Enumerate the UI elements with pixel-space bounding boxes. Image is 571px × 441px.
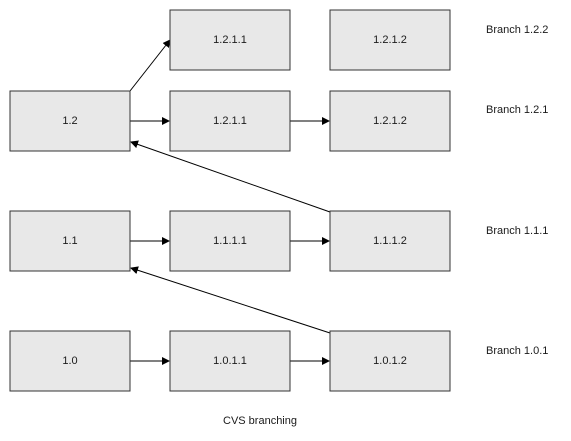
- edge-1.2-to-1.2.1.1-top: [129, 39, 171, 92]
- branch-label-1.2.1: Branch 1.2.1: [486, 104, 548, 116]
- node-1.1.1.2: 1.1.1.2: [329, 210, 451, 272]
- node-label: 1.0.1.2: [373, 355, 407, 367]
- node-1.1.1.1: 1.1.1.1: [169, 210, 291, 272]
- node-label: 1.0: [62, 355, 77, 367]
- branch-label-1.1.1: Branch 1.1.1: [486, 225, 548, 237]
- node-label: 1.1.1.2: [373, 235, 407, 247]
- node-1.2.1.2-top: 1.2.1.2: [329, 9, 451, 71]
- node-label: 1.2.1.1: [213, 34, 247, 46]
- diagram-caption: CVS branching: [223, 415, 297, 427]
- node-1.0.1.2: 1.0.1.2: [329, 330, 451, 392]
- edge-1.0.1.2-to-1.1: [130, 266, 331, 334]
- node-1.1: 1.1: [9, 210, 131, 272]
- node-label: 1.2.1.1: [213, 115, 247, 127]
- edge-1.1.1.2-to-1.2: [130, 140, 331, 213]
- node-label: 1.1: [62, 235, 77, 247]
- branch-label-1.2.2: Branch 1.2.2: [486, 24, 548, 36]
- node-1.2: 1.2: [9, 90, 131, 152]
- node-label: 1.0.1.1: [213, 355, 247, 367]
- node-1.2.1.2: 1.2.1.2: [329, 90, 451, 152]
- node-1.0: 1.0: [9, 330, 131, 392]
- node-1.2.1.1-top: 1.2.1.1: [169, 9, 291, 71]
- node-label: 1.1.1.1: [213, 235, 247, 247]
- node-1.2.1.1: 1.2.1.1: [169, 90, 291, 152]
- node-label: 1.2.1.2: [373, 115, 407, 127]
- node-label: 1.2.1.2: [373, 34, 407, 46]
- node-1.0.1.1: 1.0.1.1: [169, 330, 291, 392]
- branch-label-1.0.1: Branch 1.0.1: [486, 345, 548, 357]
- node-label: 1.2: [62, 115, 77, 127]
